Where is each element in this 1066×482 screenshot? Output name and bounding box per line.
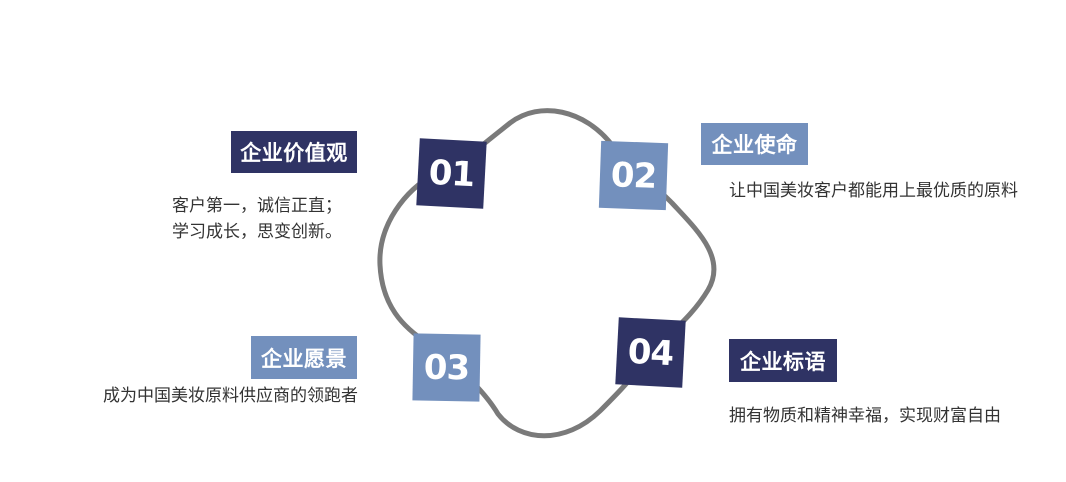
step-number-03: 03 <box>423 347 470 388</box>
desc-line: 拥有物质和精神幸福，实现财富自由 <box>729 406 1001 426</box>
step-number-badge-01: 01 <box>416 138 487 209</box>
label-text-corporate-mission: 企业使命 <box>711 132 798 157</box>
label-corporate-mission: 企业使命 <box>701 123 808 165</box>
desc-corporate-slogan: 拥有物质和精神幸福，实现财富自由 <box>729 403 1001 429</box>
desc-line: 成为中国美妆原料供应商的领跑者 <box>103 386 358 406</box>
label-corporate-values: 企业价值观 <box>231 131 357 173</box>
desc-corporate-vision: 成为中国美妆原料供应商的领跑者 <box>103 383 358 409</box>
desc-line: 让中国美妆客户都能用上最优质的原料 <box>729 181 1018 201</box>
label-corporate-slogan: 企业标语 <box>729 339 837 382</box>
label-text-corporate-vision: 企业愿景 <box>261 345 347 371</box>
step-number-02: 02 <box>610 154 657 197</box>
step-number-04: 04 <box>626 331 675 374</box>
step-number-badge-02: 02 <box>598 140 669 211</box>
label-text-corporate-values: 企业价值观 <box>240 140 348 165</box>
label-text-corporate-slogan: 企业标语 <box>740 348 826 374</box>
step-number-badge-04: 04 <box>615 317 686 388</box>
desc-corporate-mission: 让中国美妆客户都能用上最优质的原料 <box>729 178 1018 204</box>
desc-line: 客户第一，诚信正直； <box>172 196 342 216</box>
step-number-badge-03: 03 <box>412 333 481 402</box>
desc-corporate-values: 客户第一，诚信正直； 学习成长，思变创新。 <box>172 193 342 245</box>
label-corporate-vision: 企业愿景 <box>251 336 357 379</box>
step-number-01: 01 <box>427 152 476 195</box>
desc-line: 学习成长，思变创新。 <box>172 222 342 242</box>
